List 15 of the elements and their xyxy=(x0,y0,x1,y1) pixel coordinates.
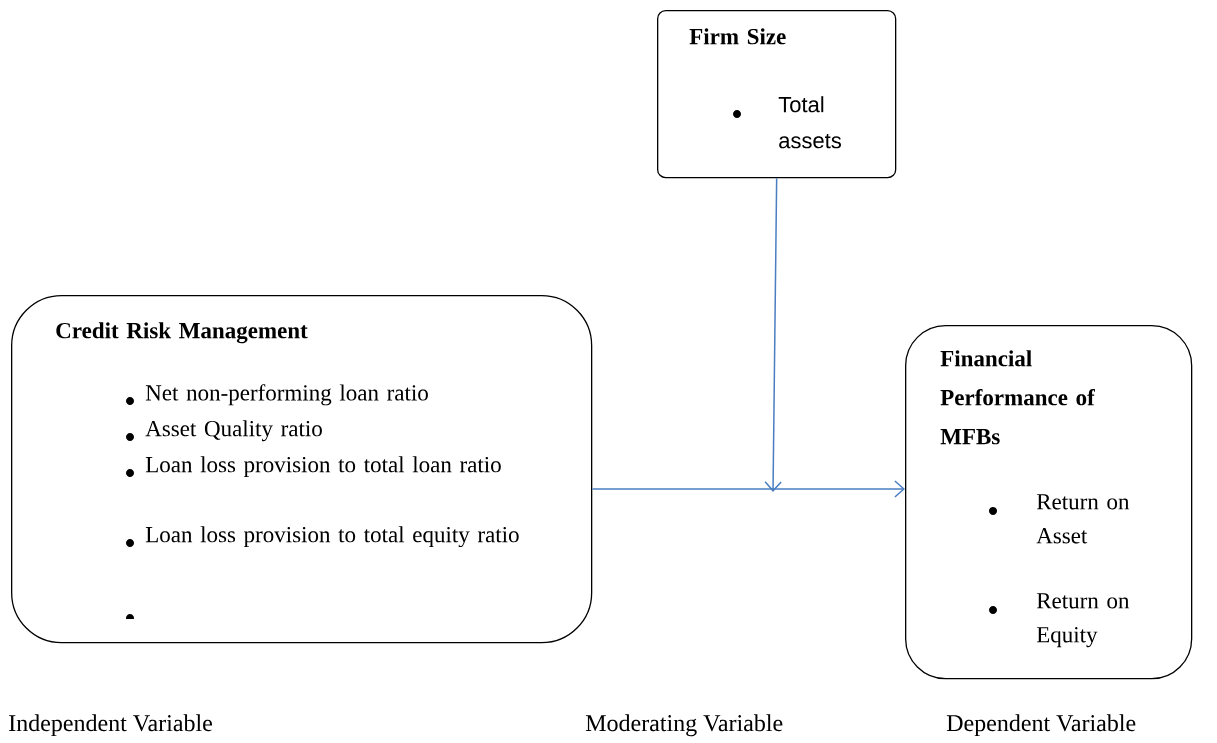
variable-label: Dependent Variable xyxy=(946,714,1136,737)
bullet-text: Loan loss provision to total loan ratio xyxy=(145,456,501,478)
arrow xyxy=(591,480,905,498)
bullet-text: Return on Asset xyxy=(1036,494,1130,544)
bullet-text: Total assets xyxy=(778,96,841,149)
bullet-text: Net non-performing loan ratio xyxy=(145,384,428,406)
heading: Credit Risk Management xyxy=(56,322,308,344)
heading: Financial Performance of MFBs xyxy=(940,350,1095,445)
bullet-text: Return on Equity xyxy=(1036,593,1130,648)
arrow xyxy=(764,177,782,492)
bullet-text: Loan loss provision to total equity ratio xyxy=(145,526,519,548)
bullet-text: Asset Quality ratio xyxy=(145,420,322,442)
variable-label: Independent Variable xyxy=(9,714,212,737)
heading: Firm Size xyxy=(689,28,786,45)
variable-label: Moderating Variable xyxy=(585,714,783,737)
